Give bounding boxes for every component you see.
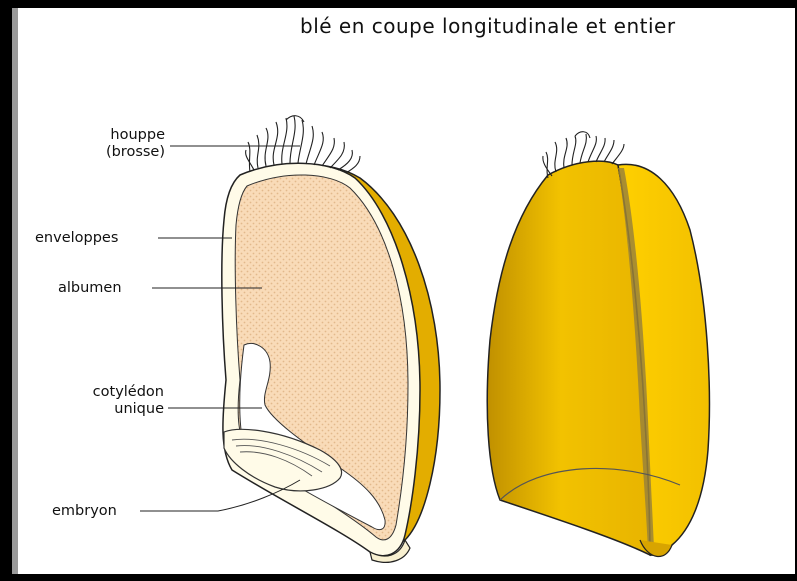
whole-grain (487, 132, 709, 557)
label-embryon: embryon (52, 503, 117, 520)
label-houppe-line2: (brosse) (70, 144, 165, 161)
label-houppe: houppe (brosse) (70, 127, 165, 161)
label-albumen: albumen (58, 280, 122, 297)
label-enveloppes: enveloppes (35, 230, 118, 247)
label-cotyledon-line2: unique (40, 401, 164, 418)
label-houppe-line1: houppe (70, 127, 165, 144)
label-cotyledon-line1: cotylédon (40, 384, 164, 401)
section-grain (222, 116, 440, 563)
label-cotyledon: cotylédon unique (40, 384, 164, 418)
